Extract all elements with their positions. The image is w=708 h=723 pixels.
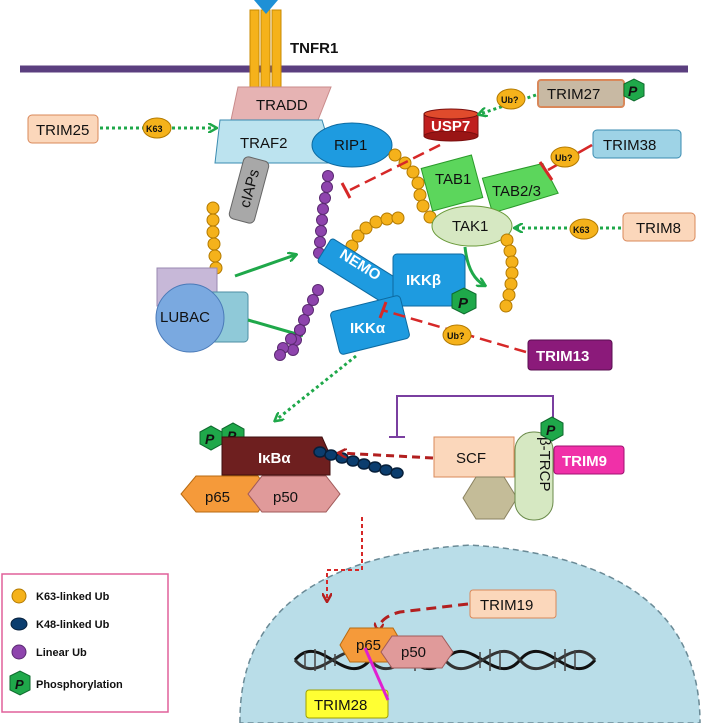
trim13-box <box>527 339 613 371</box>
legend-phospho-label: Phosphorylation <box>36 679 123 691</box>
tnfr1-receptor <box>249 0 282 89</box>
trim25-k63-marker <box>142 117 172 139</box>
usp7-label: USP7 <box>431 118 470 135</box>
linear-ub-chain-ikka <box>274 324 306 361</box>
trim13-ub-text: Ub? <box>447 331 465 341</box>
translocation-arrow <box>327 517 363 600</box>
nucleus <box>239 544 701 723</box>
ikba-phospho-text-1: P <box>205 431 215 447</box>
legend-k48-label: K48-linked Ub <box>36 619 110 631</box>
tak1-to-ikkb-arrow <box>463 246 484 285</box>
legend-phospho-swatch <box>9 670 31 696</box>
p50-hexagon <box>247 475 341 513</box>
usp7-inhibition <box>349 143 441 192</box>
trim13-inhibition-bar <box>378 301 388 319</box>
legend-phospho-glyph: P <box>15 677 24 692</box>
trim9-label: TRIM9 <box>562 453 607 470</box>
lubac-label: LUBAC <box>160 309 210 326</box>
lubac-to-nemo-arrow <box>234 255 295 278</box>
trim38-ub-marker <box>550 146 580 168</box>
trim28-box <box>305 689 389 719</box>
trim9-phospho-text: P <box>546 422 556 438</box>
trim13-label: TRIM13 <box>536 348 589 365</box>
trim27-label: TRIM27 <box>547 86 600 103</box>
ikba-box <box>221 436 331 476</box>
ikba-phospho-text-2: P <box>227 428 237 444</box>
trim38-inhibition-bar <box>538 161 554 181</box>
ikkb-phospho-marker: P <box>451 287 477 315</box>
legend-k63-label: K63-linked Ub <box>36 591 110 603</box>
trim27-ub-marker <box>496 88 526 110</box>
legend-linear-swatch <box>11 644 27 660</box>
trim19-label: TRIM19 <box>480 597 533 614</box>
tab1-label: TAB1 <box>435 171 471 188</box>
k63-chain-ciaps <box>206 201 223 275</box>
tab1-box <box>420 154 484 212</box>
legend-linear-label: Linear Ub <box>36 647 87 659</box>
ikkb-label: IKKβ <box>406 272 441 289</box>
ikk-to-ikba-arrow <box>276 354 357 420</box>
ikka-label: IKKα <box>350 320 386 337</box>
scf-to-ikba-arrow <box>340 453 434 460</box>
p65-label: p65 <box>205 489 230 506</box>
trim9-phospho-marker: P <box>540 416 564 442</box>
legend: K63-linked Ub K48-linked Ub Linear Ub P … <box>1 573 169 713</box>
scf-label: SCF <box>456 450 486 467</box>
tnfr1-label: TNFR1 <box>290 40 338 57</box>
trim13-ub-marker <box>442 324 472 346</box>
trim8-box <box>622 212 696 242</box>
trim8-k63-text: K63 <box>573 225 590 235</box>
trim27-phospho-marker: P <box>623 78 645 102</box>
rip1-oval <box>311 122 393 168</box>
trim27-phospho-text: P <box>628 83 638 99</box>
trim9-inhibition <box>396 395 554 436</box>
lubac-to-ikka-arrow <box>247 318 300 335</box>
k63-chain-tak1 <box>499 233 519 313</box>
trim25-label: TRIM25 <box>36 122 89 139</box>
trim25-box <box>27 114 99 144</box>
trim28-line <box>363 647 390 701</box>
tak1-oval <box>431 205 513 247</box>
trim38-label: TRIM38 <box>603 137 656 154</box>
rip1-label: RIP1 <box>334 137 367 154</box>
trim28-label: TRIM28 <box>314 697 367 714</box>
trim19-box <box>469 589 557 619</box>
trim8-k63-marker <box>569 218 599 240</box>
lubac-complex <box>155 267 249 353</box>
usp7-inhibition-bar <box>340 182 352 199</box>
ikba-label: IκBα <box>258 450 291 467</box>
scf-hexagon <box>462 476 518 520</box>
tak1-label: TAK1 <box>452 218 488 235</box>
p65-hexagon <box>180 475 271 513</box>
trim38-box <box>592 129 682 159</box>
nuclear-p50-hexagon <box>380 635 454 669</box>
trim27-ub-text: Ub? <box>501 95 519 105</box>
linear-ub-chain-nemo <box>287 284 324 356</box>
nuclear-p65-label: p65 <box>356 637 381 654</box>
tab23-box <box>481 162 559 214</box>
p50-label: p50 <box>273 489 298 506</box>
trim27-arrow <box>480 93 537 114</box>
trim38-ub-text: Ub? <box>555 153 573 163</box>
legend-k48-swatch <box>10 617 28 631</box>
trim8-label: TRIM8 <box>636 220 681 237</box>
ikkb-box <box>392 253 466 307</box>
ikkb-phospho-text: P <box>458 295 469 312</box>
btrcp-label: β-TRCP <box>536 437 553 491</box>
tab23-label: TAB2/3 <box>492 183 541 200</box>
btrcp-box <box>514 431 554 521</box>
trim9-box <box>553 445 625 475</box>
k63-chain-nemo <box>345 211 405 253</box>
nuclear-p50-label: p50 <box>401 644 426 661</box>
trim19-arrow <box>378 602 469 630</box>
tradd-label: TRADD <box>256 97 308 114</box>
scf-box <box>433 436 515 478</box>
legend-k63-swatch <box>11 588 27 604</box>
traf2-label: TRAF2 <box>240 135 288 152</box>
ciaps-box: cIAPs <box>228 156 270 224</box>
usp7-cylinder <box>423 108 479 142</box>
trim25-k63-text: K63 <box>146 124 163 134</box>
